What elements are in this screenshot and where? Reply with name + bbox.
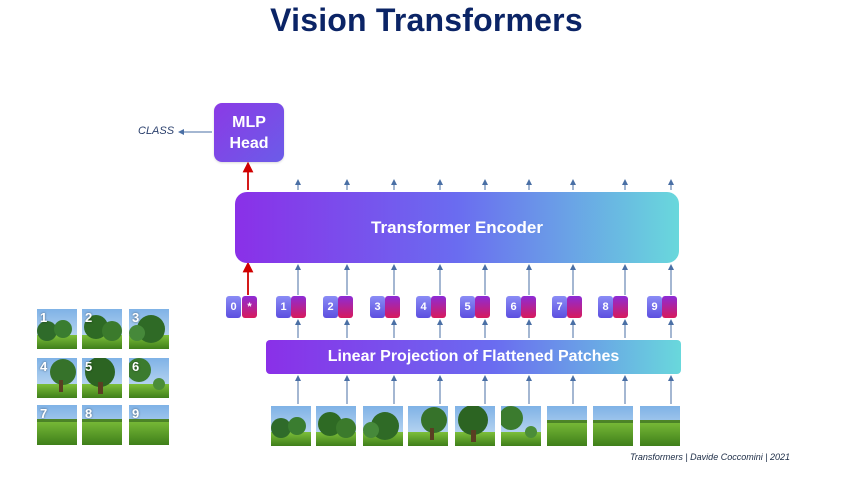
grid-patch-number: 7 — [40, 406, 48, 421]
position-token: 5 — [460, 296, 475, 318]
class-token-embedding: * — [242, 296, 257, 318]
position-token-label: 8 — [602, 301, 609, 313]
position-token-label: 9 — [651, 301, 658, 313]
position-token: 8 — [598, 296, 613, 318]
patch-embedding-token — [475, 296, 490, 318]
grid-patch-image: 1 — [37, 309, 77, 349]
grid-patch-number: 3 — [132, 310, 140, 325]
grid-patch-image: 2 — [82, 309, 122, 349]
grid-patch-image: 4 — [37, 358, 77, 398]
grid-patch-number: 2 — [85, 310, 93, 325]
grid-patch-number: 4 — [40, 359, 48, 374]
input-patch-image — [455, 406, 495, 446]
input-patch-image — [501, 406, 541, 446]
position-token-label: 2 — [327, 301, 334, 313]
grid-patch-image: 8 — [82, 405, 122, 445]
input-patch-image — [271, 406, 311, 446]
position-token-label: 7 — [556, 301, 563, 313]
input-patch-image — [640, 406, 680, 446]
grid-patch-number: 9 — [132, 406, 140, 421]
mlp-head-line1: MLP — [232, 113, 266, 131]
patch-embedding-token — [662, 296, 677, 318]
grid-patch-image: 6 — [129, 358, 169, 398]
position-token-label: 5 — [464, 301, 471, 313]
input-patch-image — [408, 406, 448, 446]
patch-embedding-token — [521, 296, 536, 318]
grid-patch-number: 1 — [40, 310, 48, 325]
position-token: 9 — [647, 296, 662, 318]
position-token: 6 — [506, 296, 521, 318]
class-label: CLASS — [138, 125, 175, 137]
page-title: Vision Transformers — [270, 2, 583, 38]
position-token-label: 3 — [374, 301, 381, 313]
patch-embedding-token — [291, 296, 306, 318]
patch-embedding-token — [431, 296, 446, 318]
transformer-encoder-box: Transformer Encoder — [235, 192, 679, 263]
patch-embedding-token — [567, 296, 582, 318]
linear-projection-box: Linear Projection of Flattened Patches — [266, 340, 681, 374]
input-patch-image — [593, 406, 633, 446]
patch-embedding-token — [385, 296, 400, 318]
position-token: 2 — [323, 296, 338, 318]
grid-patch-image: 3 — [129, 309, 169, 349]
class-token-position: 0 — [226, 296, 241, 318]
mlp-head-line2: Head — [229, 134, 269, 152]
grid-patch-number: 8 — [85, 406, 93, 421]
class-token-position-label: 0 — [230, 301, 237, 313]
class-token-mark: * — [247, 301, 252, 313]
input-patch-image — [363, 406, 403, 446]
position-token: 3 — [370, 296, 385, 318]
footer-credit: Transformers | Davide Coccomini | 2021 — [630, 452, 791, 462]
input-patch-image — [547, 406, 587, 446]
patch-embedding-token — [338, 296, 353, 318]
input-patch-image — [316, 406, 356, 446]
position-token-label: 4 — [420, 301, 427, 313]
linear-projection-label: Linear Projection of Flattened Patches — [327, 348, 620, 365]
transformer-encoder-label: Transformer Encoder — [371, 217, 543, 237]
position-token-label: 6 — [510, 301, 517, 313]
position-token: 4 — [416, 296, 431, 318]
grid-patch-image: 7 — [37, 405, 77, 445]
mlp-head-box: MLP Head — [214, 103, 284, 162]
grid-patch-image: 5 — [82, 358, 122, 398]
grid-patch-number: 5 — [85, 359, 93, 374]
position-token-label: 1 — [280, 301, 287, 313]
patch-embedding-token — [613, 296, 628, 318]
position-token: 7 — [552, 296, 567, 318]
position-token: 1 — [276, 296, 291, 318]
grid-patch-number: 6 — [132, 359, 140, 374]
grid-patch-image: 9 — [129, 405, 169, 445]
